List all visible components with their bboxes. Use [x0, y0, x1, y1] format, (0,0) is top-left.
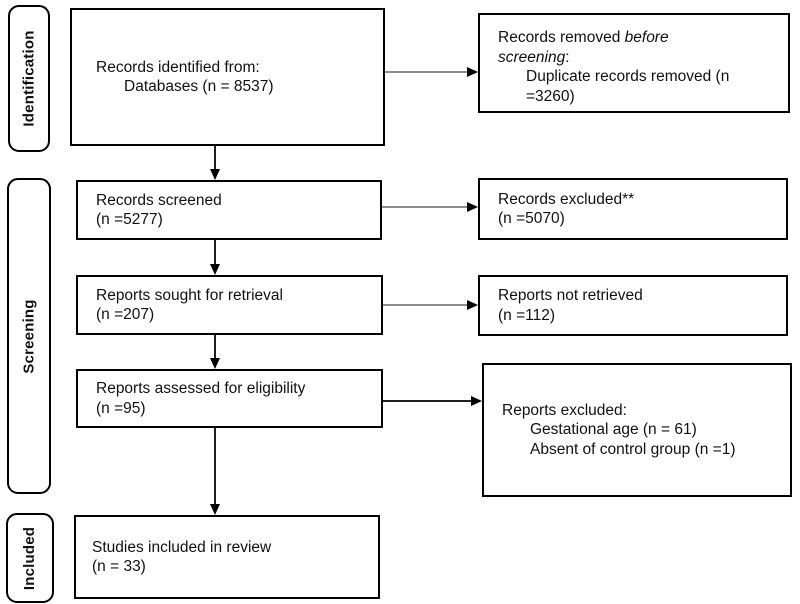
reports-excluded-line3: Absent of control group (n =1) — [530, 440, 736, 458]
arrow-sought-to-assessed-line — [214, 335, 216, 359]
records-removed-detail2: =3260) — [526, 87, 575, 105]
records-screened-line1: Records screened — [96, 191, 222, 209]
records-removed-detail1: Duplicate records removed (n — [526, 68, 730, 85]
arrow-identified-to-removed-line — [385, 71, 470, 73]
box-reports-not-retrieved: Reports not retrieved (n =112) — [478, 275, 788, 336]
records-removed-line2-italic: screening — [498, 48, 566, 66]
records-removed-line2: screening: — [498, 48, 780, 68]
records-excluded-line2: (n =5070) — [498, 210, 565, 227]
arrow-screened-to-excluded-head-icon — [467, 201, 478, 212]
arrow-sought-to-not-retrieved-head-icon — [467, 299, 478, 310]
box-studies-included: Studies included in review (n = 33) — [74, 515, 380, 599]
box-records-excluded: Records excluded** (n =5070) — [478, 178, 788, 240]
stage-label-identification-text: Identification — [20, 30, 38, 127]
records-removed-line2-normal: : — [565, 48, 570, 66]
arrow-identified-to-removed-head-icon — [467, 66, 478, 77]
box-records-identified: Records identified from: Databases (n = … — [70, 8, 385, 146]
arrow-screened-to-sought-line — [214, 240, 216, 266]
stage-label-included-text: Included — [21, 526, 39, 590]
arrow-sought-to-assessed-head-icon — [209, 358, 220, 369]
records-screened-line2: (n =5277) — [96, 211, 163, 228]
arrow-screened-to-excluded-line — [382, 206, 468, 208]
arrow-identified-to-screened-line — [214, 146, 216, 171]
stage-label-identification: Identification — [8, 5, 50, 152]
box-records-screened: Records screened (n =5277) — [76, 180, 382, 240]
box-reports-assessed: Reports assessed for eligibility (n =95) — [76, 369, 383, 428]
studies-included-line2: (n = 33) — [92, 558, 146, 575]
reports-excluded-line2: Gestational age (n = 61) — [530, 421, 697, 439]
records-removed-line1: Records removed before — [498, 28, 780, 48]
arrow-assessed-to-reports-excluded-head-icon — [471, 395, 482, 406]
reports-excluded-line1: Reports excluded: — [502, 401, 627, 419]
records-removed-line1-italic: before — [624, 29, 669, 46]
records-identified-line1: Records identified from: — [96, 58, 260, 76]
reports-assessed-line1: Reports assessed for eligibility — [96, 380, 306, 397]
stage-label-included: Included — [6, 513, 54, 603]
box-reports-excluded: Reports excluded: Gestational age (n = 6… — [482, 363, 792, 497]
studies-included-line1: Studies included in review — [92, 538, 272, 556]
arrow-identified-to-screened-head-icon — [209, 169, 220, 180]
records-removed-line1-normal: Records removed — [498, 29, 625, 46]
arrow-screened-to-sought-head-icon — [209, 264, 220, 275]
stage-label-screening-text: Screening — [20, 298, 38, 374]
arrow-assessed-to-included-head-icon — [209, 504, 220, 515]
arrow-assessed-to-reports-excluded-line — [383, 400, 471, 402]
reports-assessed-line2: (n =95) — [96, 399, 146, 417]
reports-sought-line2: (n =207) — [96, 306, 155, 323]
reports-sought-line1: Reports sought for retrieval — [96, 286, 283, 304]
stage-label-screening: Screening — [7, 178, 51, 494]
records-excluded-line1: Records excluded** — [498, 190, 635, 208]
records-identified-line2: Databases (n = 8537) — [124, 78, 274, 95]
reports-not-retrieved-line1: Reports not retrieved — [498, 287, 643, 304]
reports-not-retrieved-line2: (n =112) — [498, 306, 556, 324]
arrow-sought-to-not-retrieved-line — [383, 304, 468, 306]
arrow-assessed-to-included-line — [214, 428, 216, 505]
box-records-removed: Records removed before screening: Duplic… — [478, 13, 790, 113]
box-reports-sought: Reports sought for retrieval (n =207) — [76, 275, 383, 335]
